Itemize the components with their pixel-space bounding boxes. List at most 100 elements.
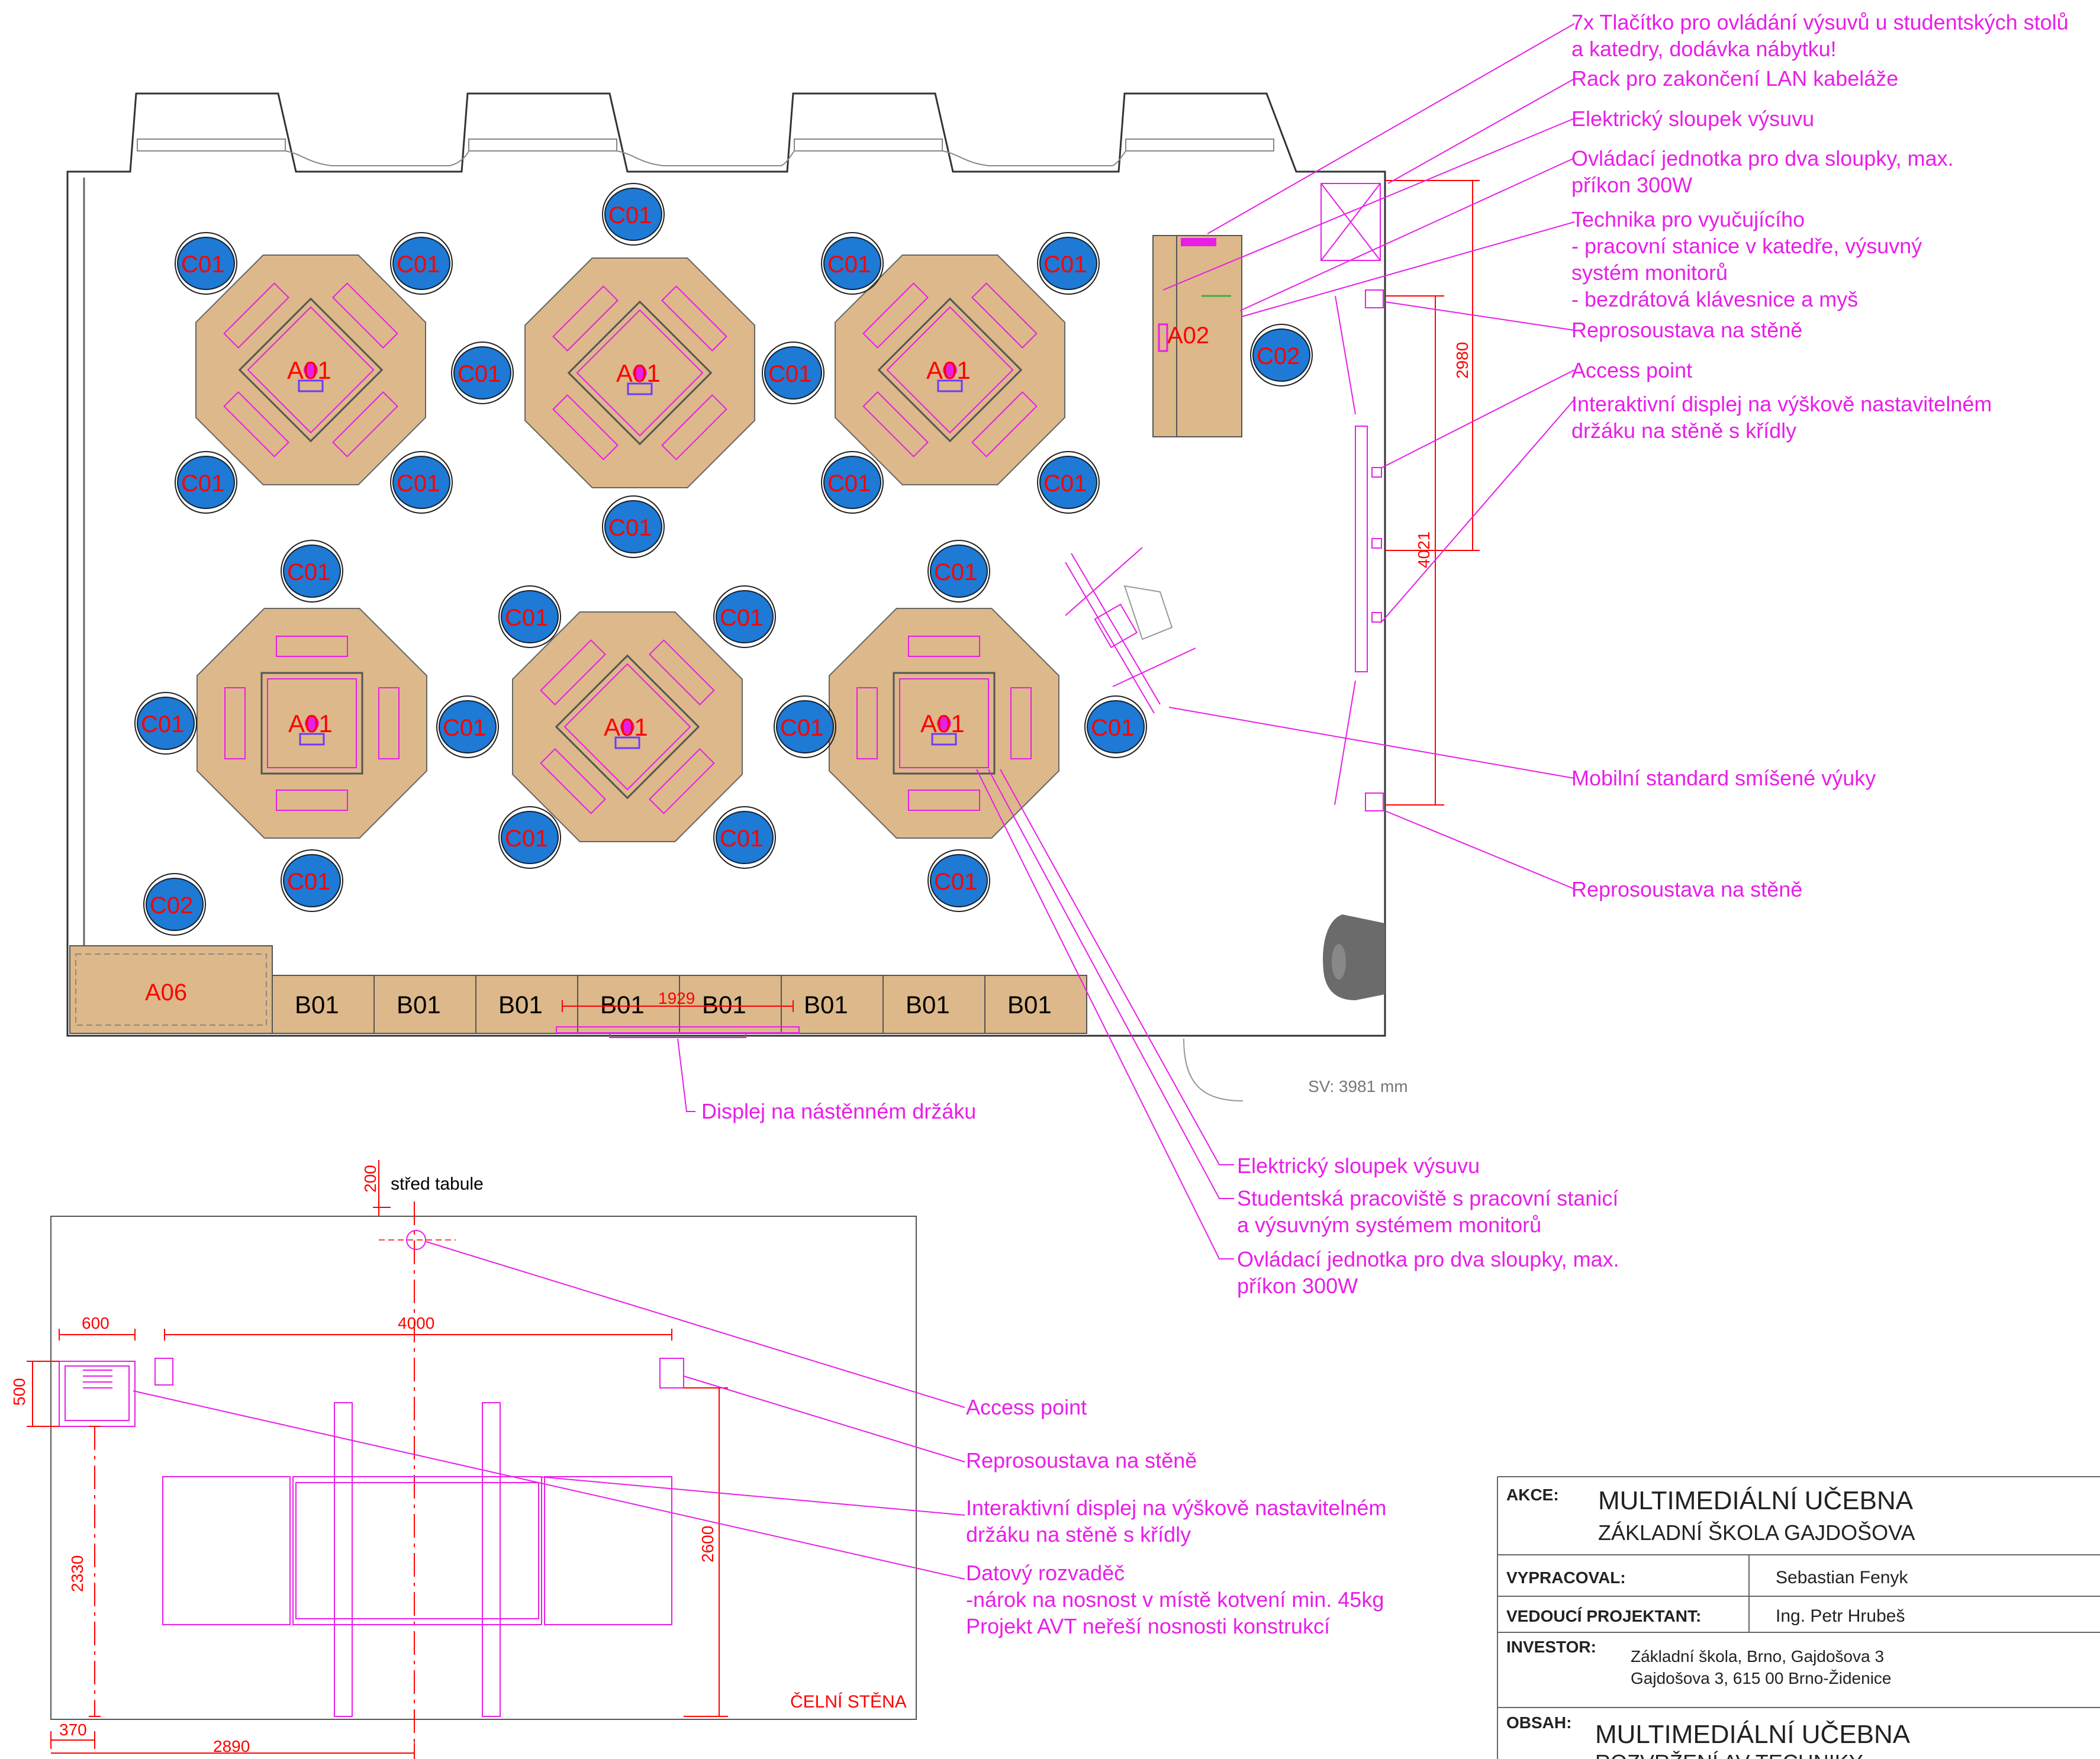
chair: C01: [821, 232, 884, 295]
chair: C01: [713, 806, 776, 869]
chair: C01: [175, 451, 237, 514]
table-label: A01: [616, 359, 661, 387]
wall-label: ČELNÍ STĚNA: [790, 1692, 907, 1712]
shelf-label: B01: [1007, 991, 1052, 1019]
shelf-unit: B01: [984, 975, 1087, 1034]
chair-label: C01: [827, 471, 871, 497]
dim-2600: 2600: [698, 1526, 717, 1563]
chair-label: C01: [505, 826, 548, 852]
teacher-desk-label: A02: [1167, 323, 1209, 349]
chair-label: C01: [1043, 252, 1087, 278]
chair: C01: [713, 585, 776, 648]
chair-label: C01: [397, 252, 440, 278]
chair-label: C01: [608, 515, 652, 541]
keyboard-icon: [540, 639, 606, 705]
keyboard-icon: [862, 282, 929, 349]
keyboard-icon: [856, 687, 878, 759]
student-table: A01: [197, 608, 427, 839]
keyboard-icon: [552, 394, 619, 460]
shelf-unit: B01: [781, 975, 884, 1034]
chair-label: C01: [181, 471, 224, 497]
wall-display-front: [556, 1000, 800, 1038]
dim-200: 200: [361, 1165, 379, 1193]
chair: C01: [774, 695, 836, 758]
chair-label: C01: [181, 252, 224, 278]
shelf-unit: B01: [475, 975, 578, 1034]
akce-sub: ZÁKLADNÍ ŠKOLA GAJDOŠOVA: [1598, 1520, 1915, 1545]
annotation-disp: držáku na stěně s křídly: [1571, 418, 1796, 443]
chair-label: C01: [608, 202, 652, 228]
annotation-disp: Interaktivní displej na výškově nastavit…: [1571, 392, 1992, 416]
dim-1929: 1929: [658, 989, 695, 1007]
table-label: A01: [920, 710, 965, 737]
chair-label: C01: [1091, 715, 1134, 741]
chair-label: C01: [720, 605, 763, 631]
chair: C01: [498, 806, 561, 869]
annotation-rack: Rack pro zakončení LAN kabeláže: [1571, 66, 1898, 91]
annotation-rack: -nárok na nosnost v místě kotvení min. 4…: [966, 1587, 1384, 1612]
interactive-display-wall: [1334, 289, 1384, 811]
keyboard-icon: [378, 687, 400, 759]
shelf-label: B01: [397, 991, 441, 1019]
chair: C01: [602, 183, 665, 246]
cabinets: A06: [69, 945, 273, 1034]
chair-label: C01: [720, 826, 763, 852]
dim-370: 370: [59, 1721, 87, 1739]
room-walls: [66, 92, 1386, 1101]
annotation-pole: Elektrický sloupek výsuvu: [1571, 107, 1814, 131]
chair-label: C01: [934, 869, 977, 895]
keyboard-icon: [223, 282, 289, 349]
obsah-label: OBSAH:: [1506, 1713, 1571, 1732]
keyboard-icon: [661, 394, 727, 460]
table-label: A01: [287, 356, 331, 384]
dim-4000: 4000: [398, 1314, 434, 1332]
chair-label: C01: [397, 471, 440, 497]
monitor-system: [552, 285, 727, 460]
annotation-tech: - pracovní stanice v katedře, výsuvný: [1571, 234, 1922, 258]
student-table: A01: [512, 611, 743, 842]
chair: C01: [175, 232, 237, 295]
keyboard-icon: [223, 391, 289, 458]
annotation-mobile: Mobilní standard smíšené výuky: [1571, 766, 1876, 790]
dim-600: 600: [82, 1314, 109, 1332]
dim-4021: 4021: [1415, 531, 1433, 568]
sink-icon: [1323, 914, 1385, 1000]
chair-label: C01: [505, 605, 548, 631]
vypracoval-label: VYPRACOVAL:: [1506, 1568, 1626, 1587]
chair: C01: [602, 495, 665, 558]
keyboard-icon: [908, 636, 980, 657]
chair: C01: [927, 849, 990, 912]
wall-display-note: Displej na nástěnném držáku: [701, 1099, 976, 1123]
lan-rack: [1320, 183, 1381, 261]
investor-label: INVESTOR:: [1506, 1638, 1596, 1656]
chair: C01: [390, 451, 453, 514]
annotation-ap: Access point: [966, 1395, 1087, 1419]
student-table: A01: [835, 254, 1065, 485]
obsah-sub: ROZVRŽENÍ AV TECHNIKY: [1595, 1750, 1863, 1759]
chair-label: C01: [780, 715, 823, 741]
chair: C01: [436, 695, 499, 758]
dim-2980: 2980: [1453, 342, 1471, 379]
cabinet-a06-label: A06: [145, 980, 187, 1006]
monitor-system: [540, 639, 715, 814]
chair: C02: [143, 873, 206, 936]
chair-label: C01: [827, 252, 871, 278]
keyboard-icon: [971, 282, 1038, 349]
shelf-label: B01: [804, 991, 848, 1019]
shelf-unit: B01: [577, 975, 680, 1034]
teacher-desk: A02: [1152, 235, 1242, 437]
front-wall-elevation: střed tabule ČELNÍ STĚNA 200 600 4000 50…: [10, 1160, 917, 1759]
monitor-system: [223, 282, 398, 458]
monitor-system: [224, 636, 400, 811]
keyboard-icon: [332, 391, 398, 458]
shelf-label: B01: [498, 991, 543, 1019]
chair: C01: [498, 585, 561, 648]
elevation-leaders: [133, 1241, 965, 1580]
keyboard-icon: [552, 285, 619, 352]
keyboard-icon: [661, 285, 727, 352]
annotation-tech: Technika pro vyučujícího: [1571, 207, 1805, 231]
chair: C01: [451, 342, 514, 404]
monitor-system: [862, 282, 1038, 458]
